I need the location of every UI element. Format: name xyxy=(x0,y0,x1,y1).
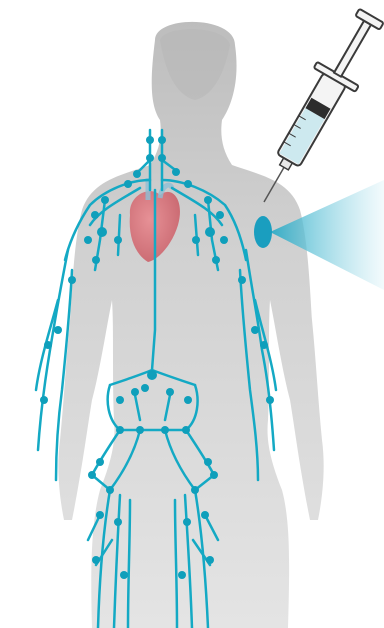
body-silhouette xyxy=(58,22,323,628)
